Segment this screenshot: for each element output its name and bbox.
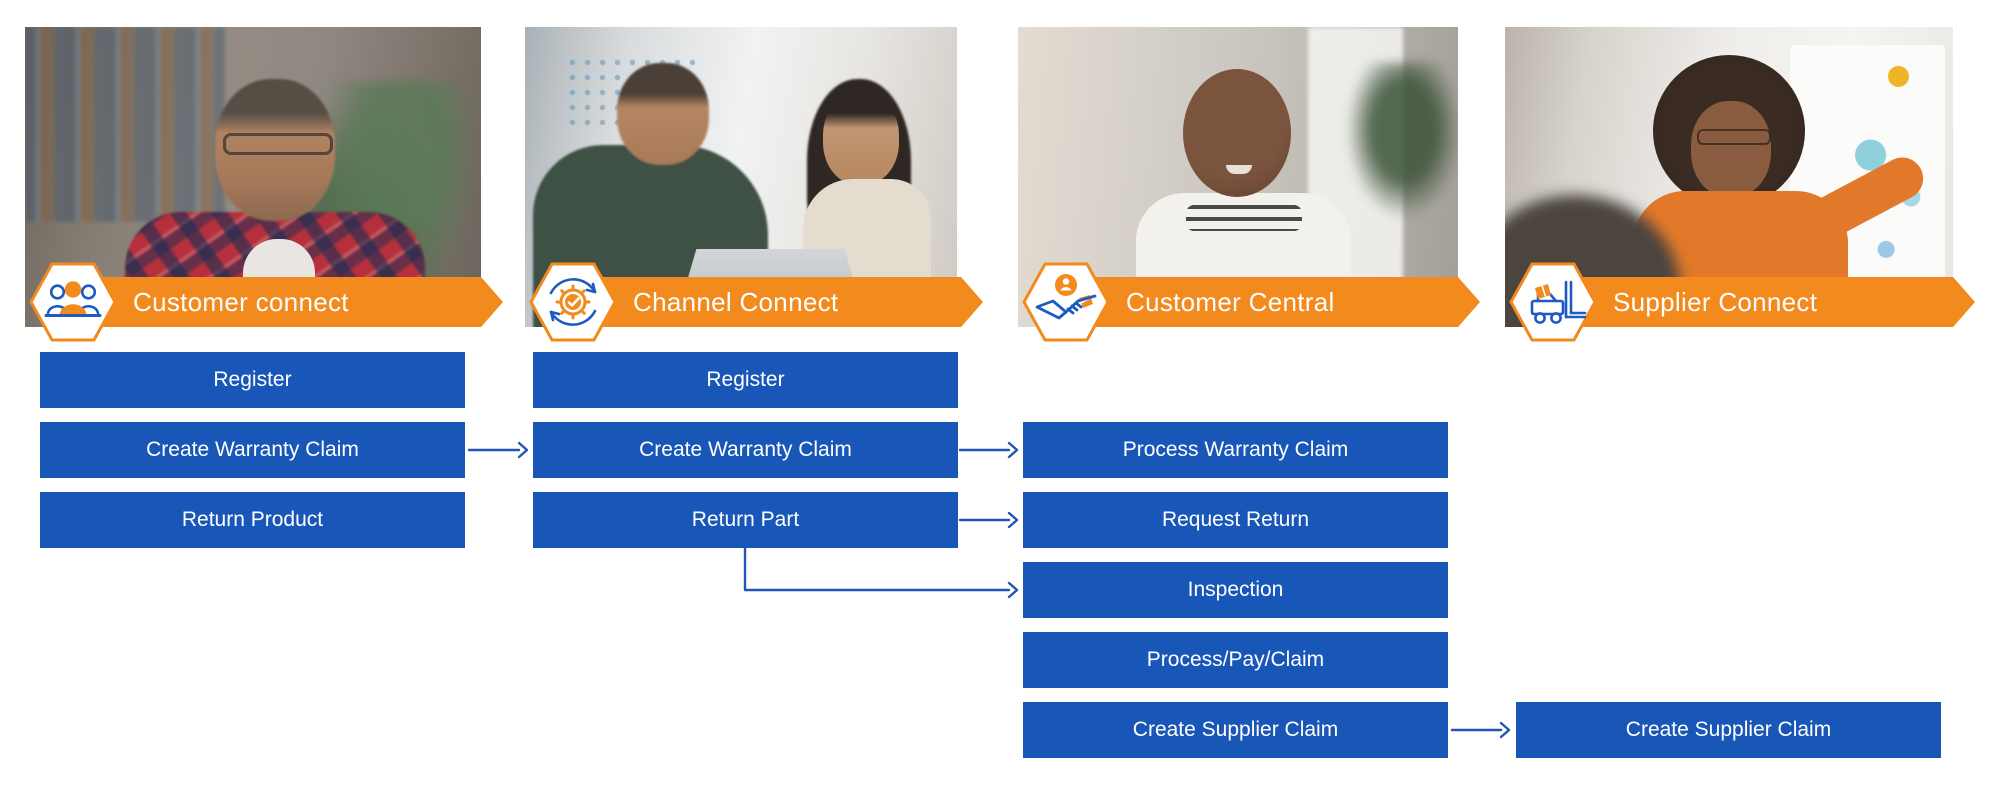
step-process-warranty-claim[interactable]: Process Warranty Claim bbox=[1023, 422, 1448, 478]
step-label: Return Product bbox=[181, 508, 324, 531]
step-label: Inspection bbox=[1187, 578, 1284, 601]
banner-channel-connect: Channel Connect bbox=[573, 277, 983, 327]
step-register[interactable]: Register bbox=[40, 352, 465, 408]
step-label: Create Warranty Claim bbox=[639, 438, 852, 461]
step-label: Register bbox=[213, 368, 292, 391]
photo-person-head-shape bbox=[215, 79, 335, 221]
banner-label: Customer Central bbox=[1126, 286, 1335, 317]
arrow-create-supplier-claim-to-supplier-connect bbox=[1450, 721, 1511, 739]
photo-person-head-shape bbox=[1691, 101, 1771, 197]
step-process-pay-claim[interactable]: Process/Pay/Claim bbox=[1023, 632, 1448, 688]
step-create-supplier-claim[interactable]: Create Supplier Claim bbox=[1516, 702, 1941, 758]
step-label: Return Part bbox=[691, 508, 800, 531]
step-label: Process Warranty Claim bbox=[1122, 438, 1349, 461]
banner-supplier-connect: Supplier Connect bbox=[1553, 277, 1975, 327]
banner-label: Supplier Connect bbox=[1613, 286, 1818, 317]
photo-smile-shape bbox=[1226, 165, 1252, 174]
photo-person-head-shape bbox=[823, 93, 899, 185]
arrow-return-part-to-inspection bbox=[743, 546, 1019, 599]
banner-label: Customer connect bbox=[133, 286, 349, 317]
banner-label: Channel Connect bbox=[633, 286, 839, 317]
step-return-part[interactable]: Return Part bbox=[533, 492, 958, 548]
hexagon-badge bbox=[29, 262, 117, 342]
arrow-create-warranty-claim-to-process-warranty-claim bbox=[958, 441, 1019, 459]
step-label: Process/Pay/Claim bbox=[1146, 648, 1325, 671]
photo-person-head-shape bbox=[1183, 69, 1291, 197]
step-request-return[interactable]: Request Return bbox=[1023, 492, 1448, 548]
step-label: Register bbox=[706, 368, 785, 391]
photo-plant-shape bbox=[1338, 62, 1458, 232]
sync-gear-check-icon bbox=[529, 262, 617, 342]
step-label: Request Return bbox=[1161, 508, 1310, 531]
arrow-create-warranty-claim-to-channel bbox=[467, 441, 529, 459]
step-register[interactable]: Register bbox=[533, 352, 958, 408]
handshake-person-icon bbox=[1022, 262, 1110, 342]
step-create-warranty-claim[interactable]: Create Warranty Claim bbox=[533, 422, 958, 478]
step-label: Create Supplier Claim bbox=[1625, 718, 1832, 741]
photo-person-head-shape bbox=[617, 63, 709, 165]
step-label: Create Warranty Claim bbox=[146, 438, 359, 461]
forklift-icon bbox=[1509, 262, 1597, 342]
photo-glasses-shape bbox=[1697, 129, 1771, 145]
step-return-product[interactable]: Return Product bbox=[40, 492, 465, 548]
photo-bookshelf-shape bbox=[25, 27, 225, 222]
step-label: Create Supplier Claim bbox=[1132, 718, 1339, 741]
arrow-return-part-to-request-return bbox=[958, 511, 1019, 529]
banner-customer-central: Customer Central bbox=[1066, 277, 1480, 327]
step-create-supplier-claim[interactable]: Create Supplier Claim bbox=[1023, 702, 1448, 758]
hexagon-badge bbox=[1022, 262, 1110, 342]
photo-collar-stripes-shape bbox=[1186, 205, 1302, 231]
people-group-icon bbox=[29, 262, 117, 342]
step-inspection[interactable]: Inspection bbox=[1023, 562, 1448, 618]
step-create-warranty-claim[interactable]: Create Warranty Claim bbox=[40, 422, 465, 478]
photo-glasses-shape bbox=[223, 133, 333, 155]
banner-customer-connect: Customer connect bbox=[73, 277, 503, 327]
